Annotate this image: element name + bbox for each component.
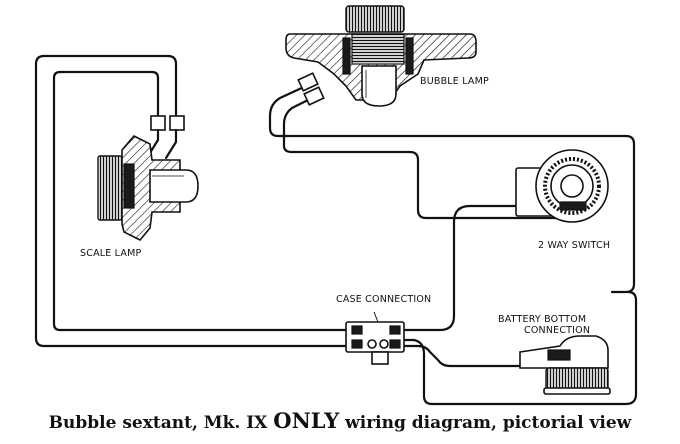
scale-lamp-plug-a xyxy=(150,115,166,131)
two-way-switch: 2 WAY SWITCH xyxy=(515,149,610,251)
bubble-lamp-thread xyxy=(351,33,405,65)
wire-scale-lamp-outer xyxy=(34,54,350,348)
wire-case-battery-b xyxy=(402,290,638,406)
bubble-lamp-thread-right xyxy=(405,37,414,75)
bubble-lamp-plug-a xyxy=(297,72,319,92)
case-connection-terminal-b xyxy=(379,339,389,349)
switch-knurl-ring xyxy=(543,157,601,215)
bubble-lamp-bulb xyxy=(361,65,397,107)
bubble-lamp-knob xyxy=(345,5,405,33)
bubble-lamp: BUBBLE LAMP xyxy=(285,5,489,107)
case-connection-terminal-a xyxy=(367,339,377,349)
wire-scale-lamp-inner xyxy=(52,70,350,332)
scale-lamp-bulb xyxy=(149,169,199,203)
figure-caption: Bubble sextant, Mk. IX ONLY wiring diagr… xyxy=(0,408,680,433)
scale-lamp-core xyxy=(123,163,135,209)
battery-bottom-connection: BATTERY BOTTOM CONNECTION xyxy=(498,314,611,395)
switch-center xyxy=(560,174,584,198)
bubble-lamp-plug-b xyxy=(303,86,325,106)
wire-harness xyxy=(34,54,638,406)
case-connection: CASE CONNECTION xyxy=(336,294,431,365)
battery-clip-ridge xyxy=(547,349,571,361)
case-connection-screw-c xyxy=(389,325,401,335)
two-way-switch-label: 2 WAY SWITCH xyxy=(538,240,610,251)
battery-label-line1: BATTERY BOTTOM xyxy=(498,314,586,325)
battery-label-line2: CONNECTION xyxy=(524,325,590,336)
bubble-lamp-label: BUBBLE LAMP xyxy=(420,76,489,87)
caption-emphasis: ONLY xyxy=(273,408,340,433)
wire-bubble-lamp-a xyxy=(268,84,636,294)
scale-lamp-label: SCALE LAMP xyxy=(80,248,141,259)
wire-switch-case xyxy=(402,204,562,332)
caption-suffix: wiring diagram, pictorial view xyxy=(345,413,632,433)
battery-cap xyxy=(545,367,609,391)
scale-lamp: SCALE LAMP xyxy=(80,115,199,259)
case-connection-screw-d xyxy=(389,339,401,349)
wire-case-battery-a xyxy=(402,344,524,368)
case-connection-screw-a xyxy=(351,325,363,335)
wire-bubble-lamp-b xyxy=(282,96,562,220)
battery-cap-base xyxy=(543,387,611,395)
bubble-lamp-thread-left xyxy=(342,37,351,75)
scale-lamp-plug-b xyxy=(169,115,185,131)
case-connection-foot xyxy=(371,351,389,365)
scale-lamp-knob xyxy=(97,155,123,221)
case-connection-label: CASE CONNECTION xyxy=(336,294,431,305)
switch-mount-tab xyxy=(559,201,587,211)
case-connection-screw-b xyxy=(351,339,363,349)
case-connection-leader xyxy=(373,311,379,323)
caption-prefix: Bubble sextant, Mk. IX xyxy=(48,413,268,433)
scale-lamp-leads xyxy=(146,128,178,160)
